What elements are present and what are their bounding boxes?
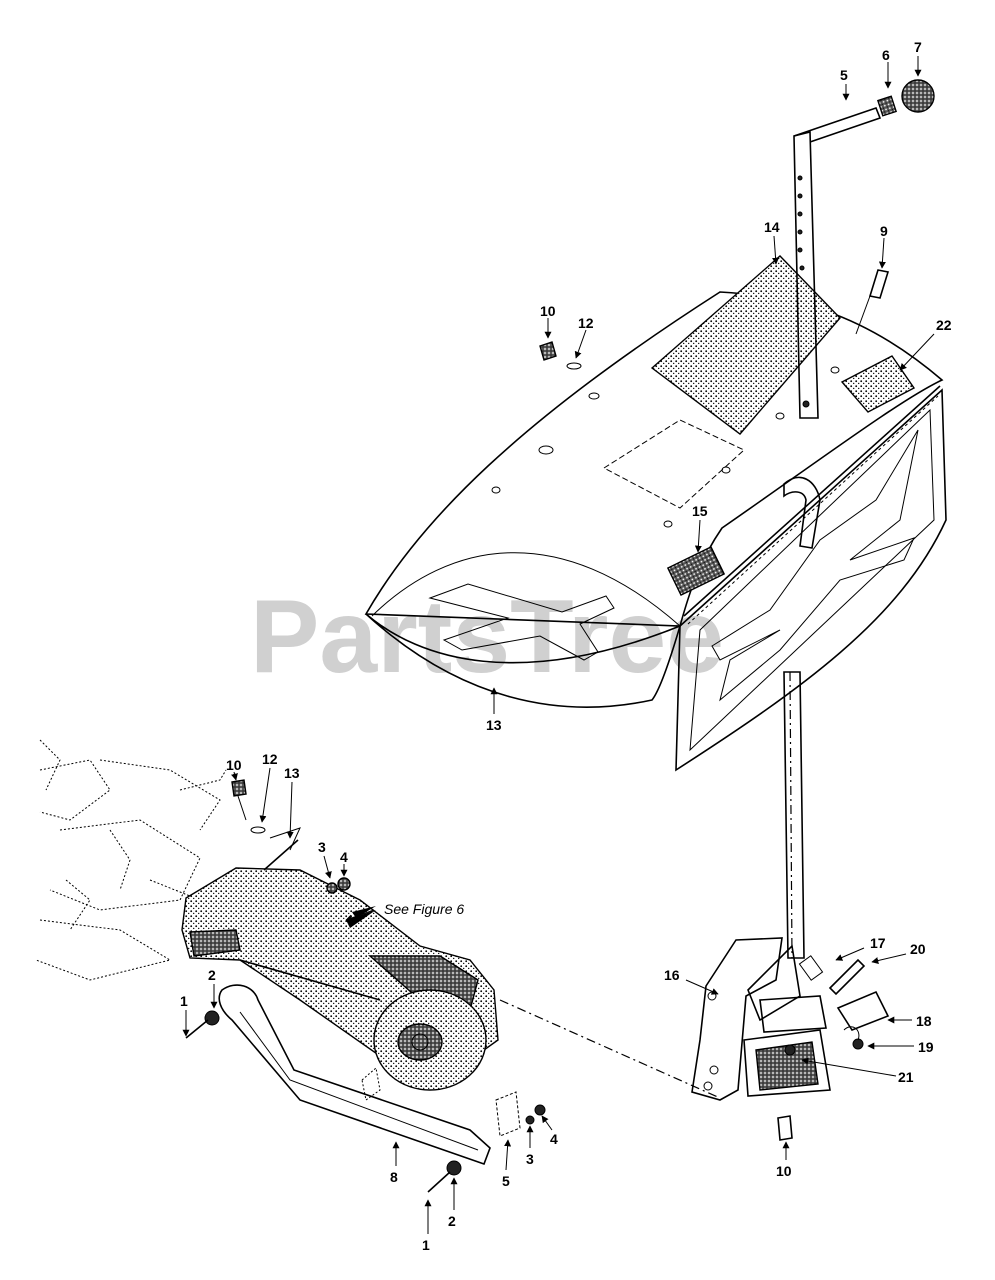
reference-line-lower <box>499 999 721 1099</box>
callout-labels: 5 6 7 14 9 22 10 12 15 13 10 12 13 3 4 2… <box>180 39 952 1253</box>
see-figure-note: See Figure 6 <box>384 901 464 917</box>
callout-7: 7 <box>914 39 922 55</box>
see-figure-arrow-head-icon <box>346 910 376 928</box>
callout-1-up: 1 <box>180 993 188 1009</box>
callout-10-low: 10 <box>776 1163 792 1179</box>
tine-shield <box>364 79 947 959</box>
callout-5-top: 5 <box>840 67 848 83</box>
callout-13-top: 13 <box>486 717 502 733</box>
callout-1-low: 1 <box>422 1237 430 1253</box>
callout-14: 14 <box>764 219 780 235</box>
callout-18: 18 <box>916 1013 932 1029</box>
reference-line-upper <box>789 671 793 959</box>
callout-17: 17 <box>870 935 886 951</box>
callout-10-top: 10 <box>540 303 556 319</box>
mounting-bracket <box>691 937 890 1141</box>
callout-6-top: 6 <box>882 47 890 63</box>
see-figure-arrow-icon <box>352 906 376 918</box>
watermark-text: PartsTree <box>250 579 724 695</box>
callout-2-up: 2 <box>208 967 216 983</box>
callout-16: 16 <box>664 967 680 983</box>
callout-4-up: 4 <box>340 849 348 865</box>
callout-9: 9 <box>880 223 888 239</box>
callout-4-low: 4 <box>550 1131 558 1147</box>
transmission <box>181 779 499 1101</box>
callout-13-mid: 13 <box>284 765 300 781</box>
callout-3-up: 3 <box>318 839 326 855</box>
callout-5-low: 5 <box>502 1173 510 1189</box>
callout-22: 22 <box>936 317 952 333</box>
callout-19: 19 <box>918 1039 934 1055</box>
callout-15: 15 <box>692 503 708 519</box>
callout-12-top: 12 <box>578 315 594 331</box>
leader-arrows <box>182 56 935 1234</box>
callout-2-low: 2 <box>448 1213 456 1229</box>
callout-21: 21 <box>898 1069 914 1085</box>
callout-10-mid: 10 <box>226 757 242 773</box>
support-arm <box>185 984 546 1193</box>
callout-12-mid: 12 <box>262 751 278 767</box>
callout-8: 8 <box>390 1169 398 1185</box>
callout-3-low: 3 <box>526 1151 534 1167</box>
callout-20: 20 <box>910 941 926 957</box>
